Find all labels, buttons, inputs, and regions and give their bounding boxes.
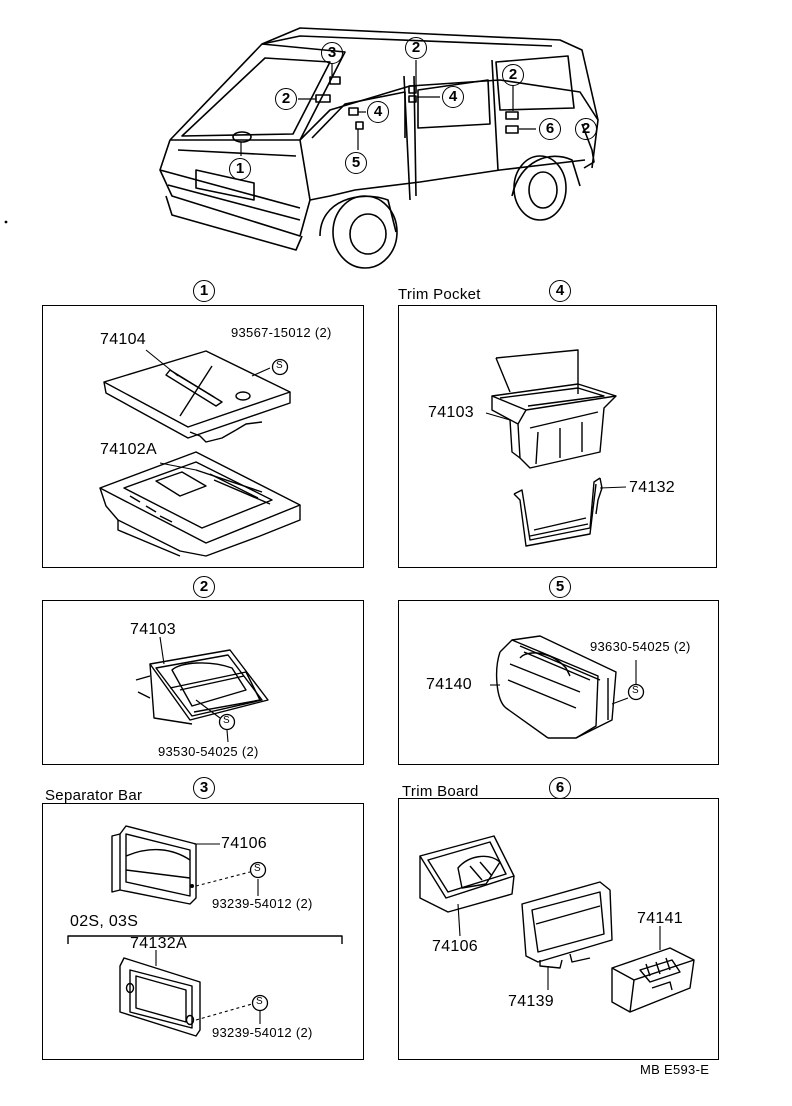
section-3-title: Separator Bar (45, 787, 143, 804)
section-1-number: 1 (193, 280, 215, 302)
section-2-panel (42, 600, 364, 765)
part-74104: 74104 (100, 331, 146, 348)
section-4-panel (398, 305, 717, 568)
section-4-number: 4 (549, 280, 571, 302)
callout-2-front: 2 (275, 88, 297, 110)
section-3-panel (42, 803, 364, 1060)
callout-4-front: 4 (367, 101, 389, 123)
part-74140: 74140 (426, 676, 472, 693)
screw-symbol: S (254, 863, 261, 874)
screw-symbol: S (632, 685, 639, 696)
part-74103-pocket: 74103 (428, 404, 474, 421)
screw-symbol: S (256, 996, 263, 1007)
part-74106-separator: 74106 (221, 835, 267, 852)
section-6-panel (398, 798, 719, 1060)
group-label-02S-03S: 02S, 03S (70, 913, 139, 930)
section-6-title: Trim Board (402, 783, 479, 800)
part-93630-54025: 93630-54025 (2) (590, 639, 691, 654)
section-1-panel (42, 305, 364, 568)
section-5-number: 5 (549, 576, 571, 598)
callout-6: 6 (539, 118, 561, 140)
part-93567-15012: 93567-15012 (2) (231, 325, 332, 340)
part-74141: 74141 (637, 910, 683, 927)
callout-5: 5 (345, 152, 367, 174)
drawing-code: MB E593-E (640, 1062, 710, 1077)
section-3-number: 3 (193, 777, 215, 799)
part-93239-54012-b: 93239-54012 (2) (212, 1025, 313, 1040)
section-4-title: Trim Pocket (398, 286, 481, 303)
part-74132A: 74132A (130, 935, 187, 952)
callout-2-pillar: 2 (405, 37, 427, 59)
part-74132: 74132 (629, 479, 675, 496)
section-5-panel (398, 600, 719, 765)
section-2-number: 2 (193, 576, 215, 598)
callout-2-rear: 2 (502, 64, 524, 86)
callout-3: 3 (321, 42, 343, 64)
callout-1: 1 (229, 158, 251, 180)
screw-symbol: S (276, 360, 283, 371)
part-74103: 74103 (130, 621, 176, 638)
screw-symbol: S (223, 715, 230, 726)
part-93239-54012-a: 93239-54012 (2) (212, 896, 313, 911)
part-74106-trim: 74106 (432, 938, 478, 955)
part-93530-54025: 93530-54025 (2) (158, 744, 259, 759)
callout-4-pillar: 4 (442, 86, 464, 108)
callout-2-back: 2 (575, 118, 597, 140)
part-74102A: 74102A (100, 441, 157, 458)
part-74139: 74139 (508, 993, 554, 1010)
